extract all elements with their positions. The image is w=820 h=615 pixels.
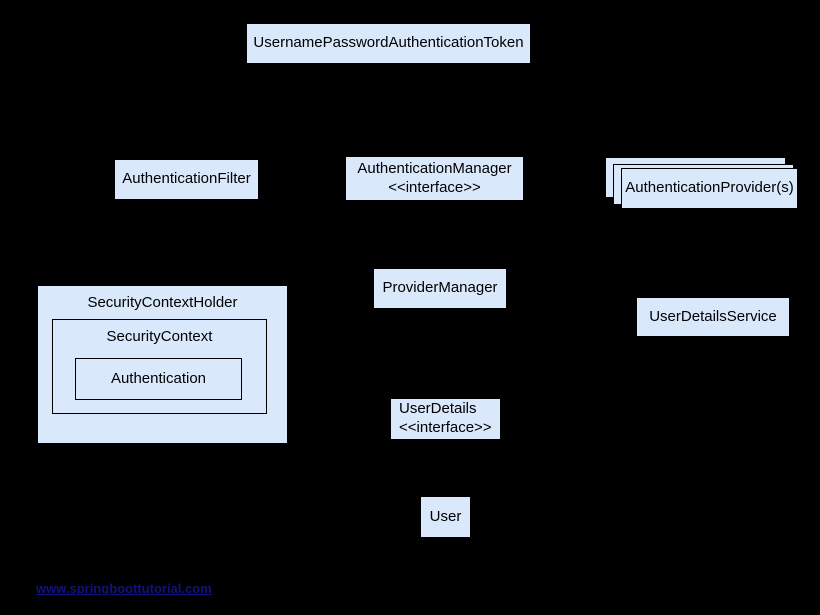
node-authentication-provider[interactable]: AuthenticationProvider(s) [621, 168, 798, 209]
node-user[interactable]: User [420, 496, 471, 538]
node-username-password-authentication-token[interactable]: UsernamePasswordAuthenticationToken [246, 23, 531, 64]
node-provider-manager[interactable]: ProviderManager [373, 268, 507, 309]
node-authentication[interactable]: Authentication [75, 358, 242, 400]
node-user-details[interactable]: UserDetails <<interface>> [390, 398, 501, 440]
footer-link[interactable]: www.springboottutorial.com [36, 581, 212, 596]
node-user-details-service[interactable]: UserDetailsService [636, 297, 790, 337]
node-authentication-filter[interactable]: AuthenticationFilter [114, 159, 259, 200]
node-authentication-manager[interactable]: AuthenticationManager <<interface>> [345, 156, 524, 201]
